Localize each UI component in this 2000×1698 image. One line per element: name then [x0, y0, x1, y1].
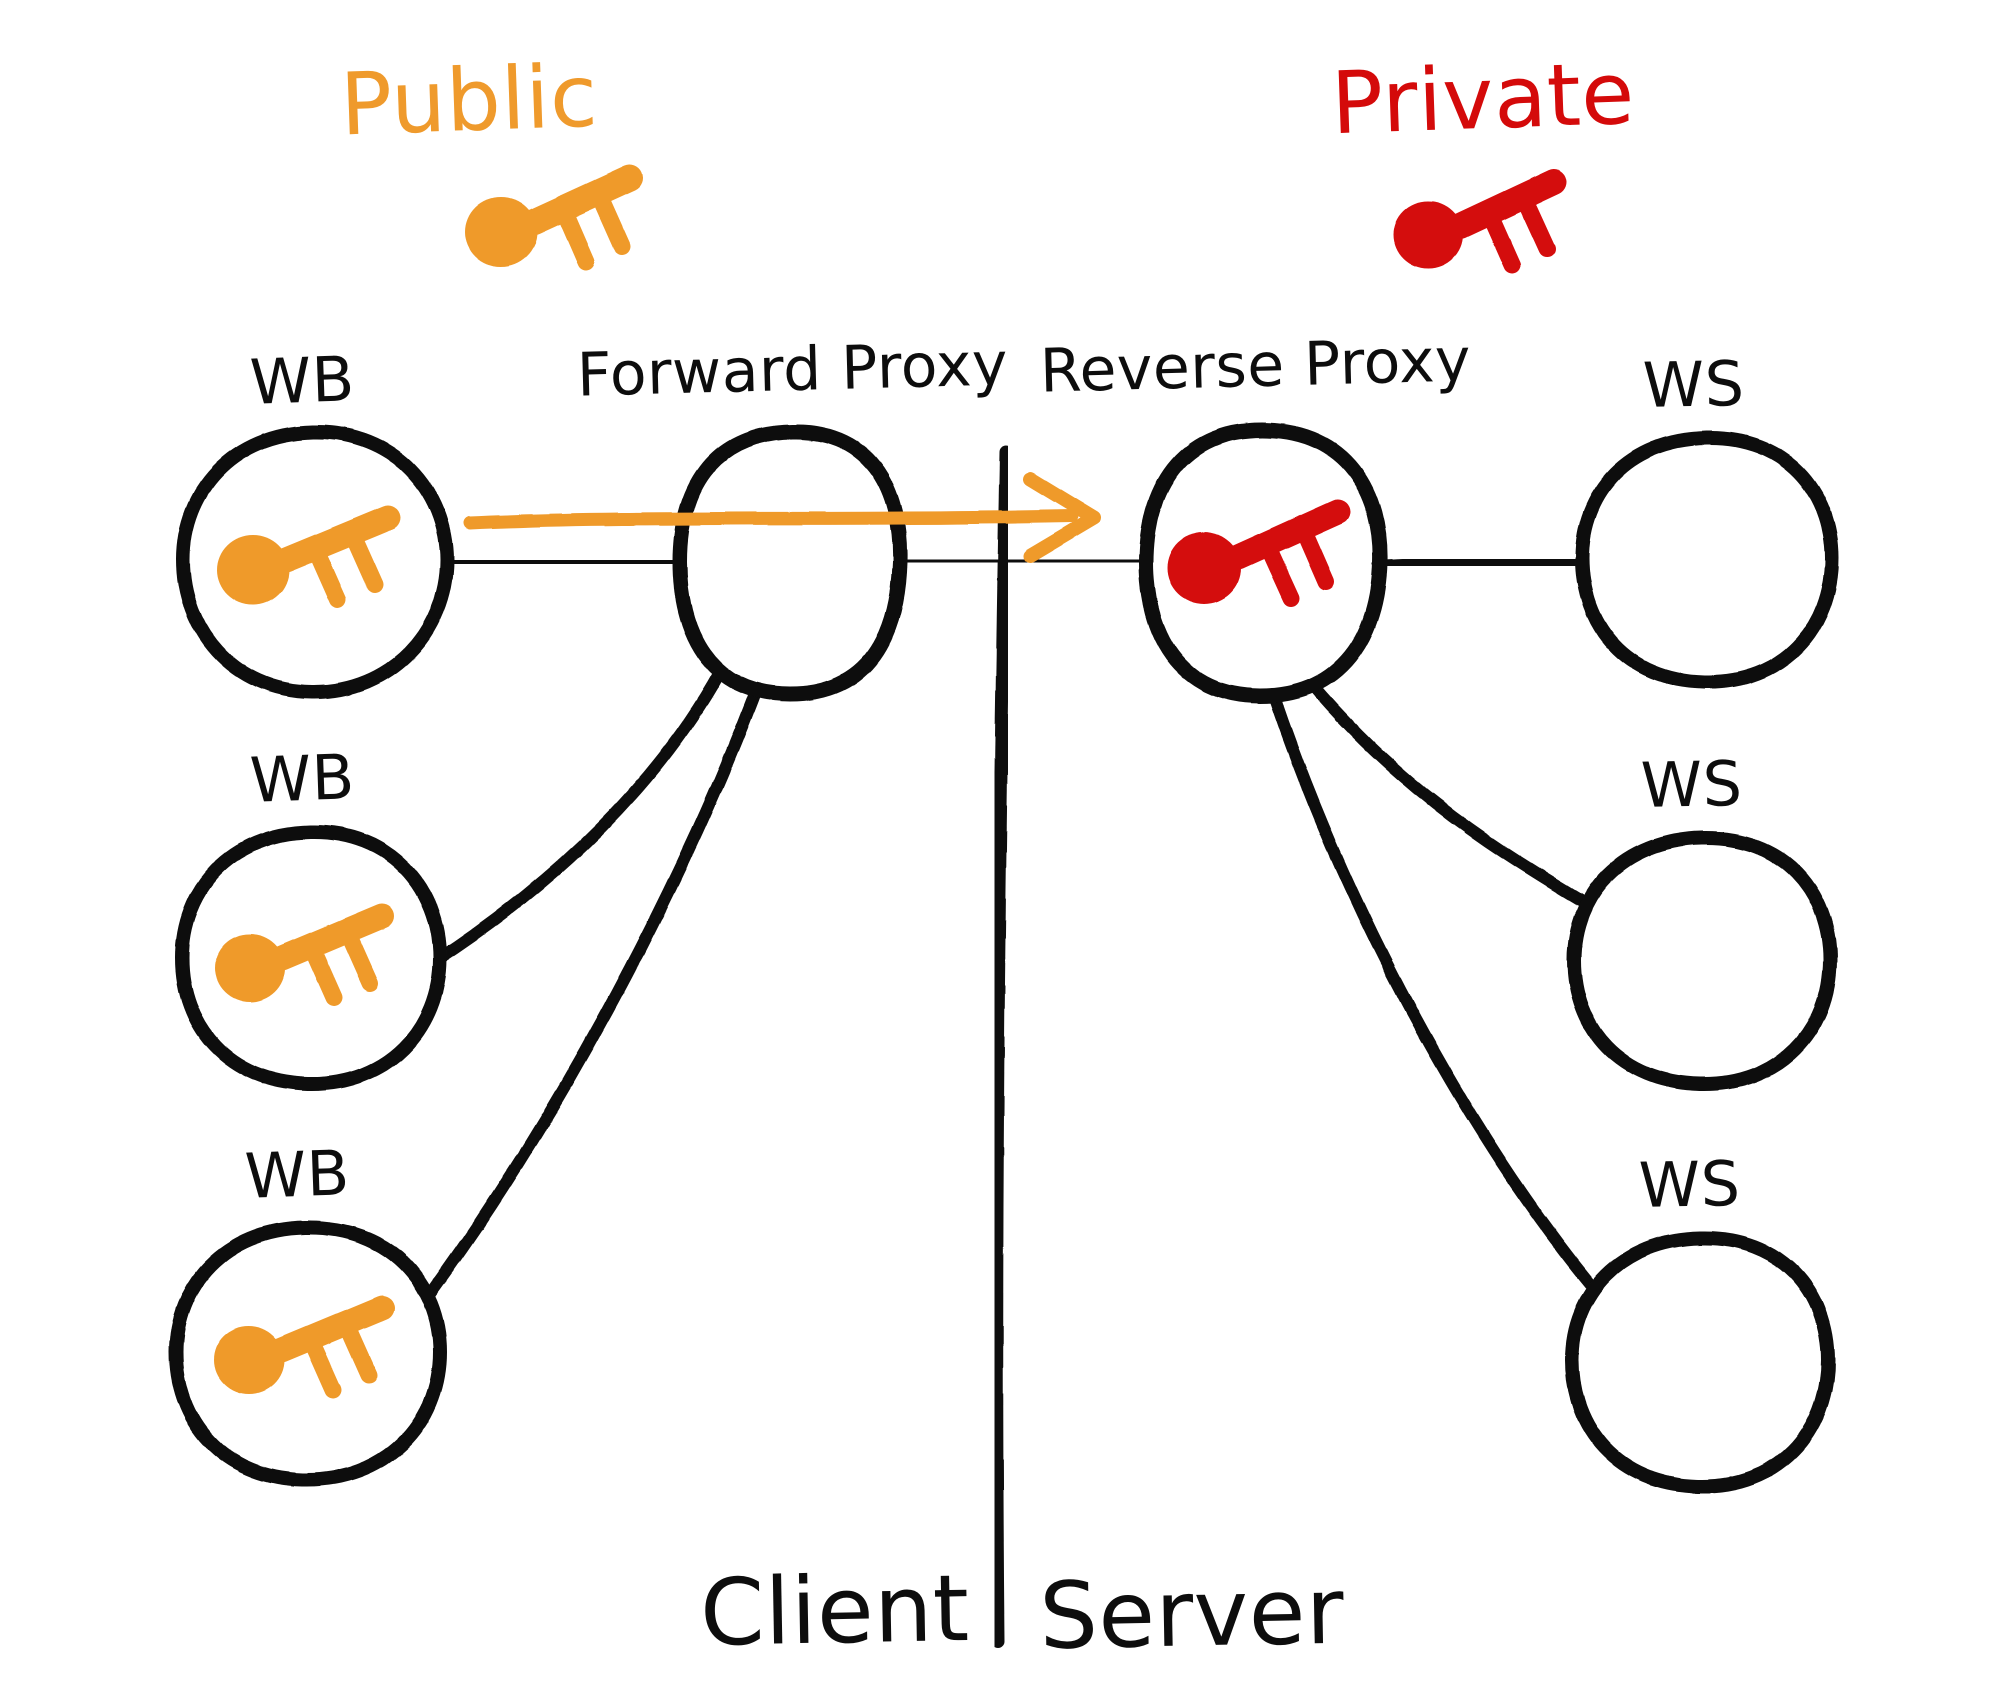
edge-wb2-forward-proxy	[431, 666, 726, 966]
legend-label-private: Private	[1330, 44, 1637, 155]
edge-wb3-forward-proxy	[412, 674, 766, 1316]
node-label-ws-2: WS	[1640, 747, 1743, 822]
legend-label-public: Public	[339, 47, 600, 156]
key-icon-private-legend	[1393, 169, 1567, 274]
key-icon-reverse-proxy	[1167, 499, 1351, 607]
node-ws-1[interactable]	[1575, 430, 1839, 690]
flow-arrow-public-request	[463, 472, 1101, 563]
edge-reverse-proxy-ws3	[1262, 672, 1601, 1296]
node-label-wb-3: WB	[244, 1136, 351, 1213]
node-label-reverse-proxy: Reverse Proxy	[1039, 325, 1472, 406]
node-ws-3[interactable]	[1565, 1230, 1835, 1494]
edge-reverse-proxy-ws2	[1294, 664, 1586, 906]
node-label-wb-2: WB	[249, 740, 356, 817]
node-label-forward-proxy: Forward Proxy	[576, 329, 1009, 410]
node-reverse-proxy[interactable]	[1138, 422, 1388, 704]
client-server-divider	[990, 445, 1013, 1649]
boundary-label-client: Client	[699, 1555, 970, 1667]
boundary-label-server: Server	[1039, 1558, 1346, 1670]
node-label-ws-1: WS	[1642, 347, 1745, 422]
node-label-wb-1: WB	[249, 342, 356, 419]
key-icon-public-legend	[465, 165, 643, 271]
key-icon-wb-1	[217, 505, 401, 609]
node-forward-proxy[interactable]	[672, 424, 908, 702]
node-ws-2[interactable]	[1567, 830, 1837, 1092]
key-icon-wb-3	[214, 1295, 395, 1399]
node-label-ws-3: WS	[1638, 1147, 1741, 1222]
key-icon-wb-2	[215, 903, 395, 1007]
